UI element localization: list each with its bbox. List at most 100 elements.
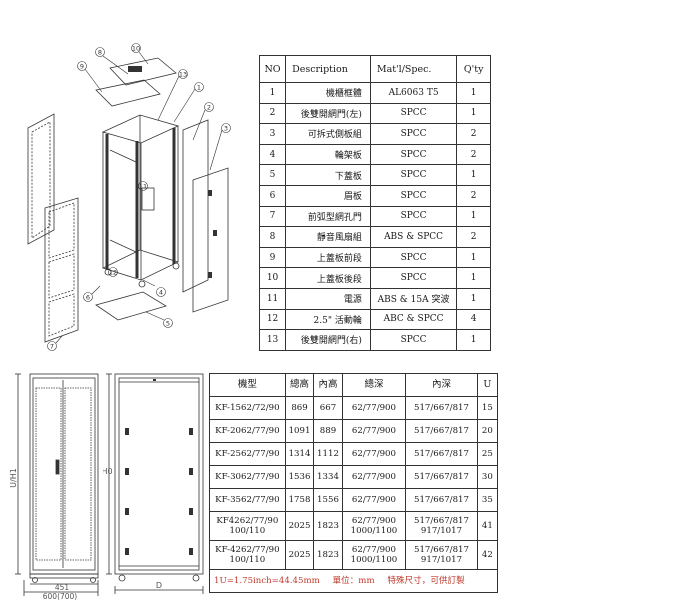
cell-inner-height: 1823 [313,540,343,570]
bottom-cover [95,291,167,321]
cell-description: 上蓋板後段 [285,267,371,289]
header-u: U [476,373,499,397]
cell-u: 41 [476,511,499,541]
cell-inner-height: 1334 [313,465,343,489]
cell-material: SPCC [369,123,458,145]
cell-total-height: 2025 [284,540,315,570]
custom-size-note: 特殊尺寸，可供訂製 [387,576,465,586]
cell-material: ABS & 15A 突波 [369,287,458,310]
top-cover-front [95,79,161,107]
cell-total-depth: 62/77/900 [341,465,407,489]
cell-model: KF-2062/77/90 [209,419,286,443]
cell-u: 42 [476,540,499,570]
exploded-view-drawing: 8 10 9 13 1 2 3 11 12 4 6 5 7 [27,43,231,351]
cell-total-height: 1314 [284,442,315,466]
cell-total-depth: 62/77/900 1000/1100 [341,540,407,570]
cell-no: 6 [258,184,287,207]
cell-description: 下蓋板 [285,164,371,186]
cell-description: 2.5" 活動輪 [285,308,371,331]
callout-12: 12 [109,269,117,277]
cell-inner-depth: 517/667/817 917/1017 [405,511,478,541]
cell-material: SPCC [369,164,458,186]
cell-material: AL6063 T5 [369,82,458,104]
fan-unit [141,187,155,211]
cell-qty: 1 [456,102,491,125]
cell-model: KF-2562/77/90 [209,442,286,466]
cell-qty: 4 [456,308,491,331]
rear-door-left [27,113,55,245]
cell-material: SPCC [369,205,458,228]
cell-no: 8 [258,226,287,248]
cell-model: KF4262/77/90 100/110 [209,511,286,541]
cell-total-depth: 62/77/900 [341,419,407,443]
header-no: NO [258,55,287,83]
cell-description: 上蓋板前段 [285,246,371,269]
cell-no: 12 [258,308,287,331]
cell-description: 靜音風扇組 [285,226,371,248]
cell-no: 5 [258,164,287,186]
cell-total-depth: 62/77/900 1000/1100 [341,511,407,541]
cell-material: SPCC [369,329,458,351]
cell-model: KF-3562/77/90 [209,488,286,512]
cell-total-depth: 62/77/900 [341,396,407,420]
side-depth-label: D [156,581,162,590]
header-total-depth: 總深 [341,373,407,397]
cell-qty: 1 [456,82,491,104]
cell-qty: 2 [456,143,491,166]
cell-no: 3 [258,123,287,145]
callout-13: 13 [179,71,187,79]
cell-u: 35 [476,488,499,512]
cell-description: 後雙開網門(右) [285,329,371,351]
cell-qty: 1 [456,164,491,186]
cell-u: 15 [476,396,499,420]
cell-total-height: 1536 [284,465,315,489]
callout-4: 4 [159,289,163,297]
cell-qty: 2 [456,123,491,145]
cell-qty: 1 [456,246,491,269]
cell-material: ABC & SPCC [369,308,458,331]
cabinet-frame [101,114,180,281]
model-table-footnote: 1U=1.75inch=44.45mm 單位：mm 特殊尺寸，可供訂製 [209,569,498,593]
cell-no: 13 [258,329,287,351]
cell-no: 9 [258,246,287,269]
callout-3: 3 [224,125,228,133]
callout-8: 8 [98,49,102,57]
cell-total-height: 2025 [284,511,315,541]
header-total-height: 總高 [284,373,315,397]
callout-7: 7 [50,343,54,351]
cell-qty: 2 [456,184,491,207]
header-qty: Q'ty [456,55,491,83]
cell-description: 輪架板 [285,143,371,166]
header-inner-depth: 內深 [405,373,478,397]
cell-description: 電源 [285,287,371,310]
cell-inner-depth: 517/667/817 [405,465,478,489]
cell-qty: 2 [456,226,491,248]
cell-description: 可拆式側板組 [285,123,371,145]
header-description: Description [285,55,371,83]
header-model: 機型 [209,373,286,397]
cell-no: 2 [258,102,287,125]
side-height-label: H0 [103,467,113,476]
cell-total-height: 1758 [284,488,315,512]
side-view-drawing: H0 D [103,373,204,594]
cell-model: KF-3062/77/90 [209,465,286,489]
cell-inner-depth: 517/667/817 [405,396,478,420]
top-cover-rear [109,57,177,86]
unit-definition: 1U=1.75inch=44.45mm [214,576,320,586]
cell-qty: 1 [456,205,491,228]
unit-label: 單位：mm [332,576,375,586]
cell-qty: 1 [456,267,491,289]
cell-total-height: 869 [284,396,315,420]
cell-qty: 1 [456,287,491,310]
cell-no: 11 [258,287,287,310]
